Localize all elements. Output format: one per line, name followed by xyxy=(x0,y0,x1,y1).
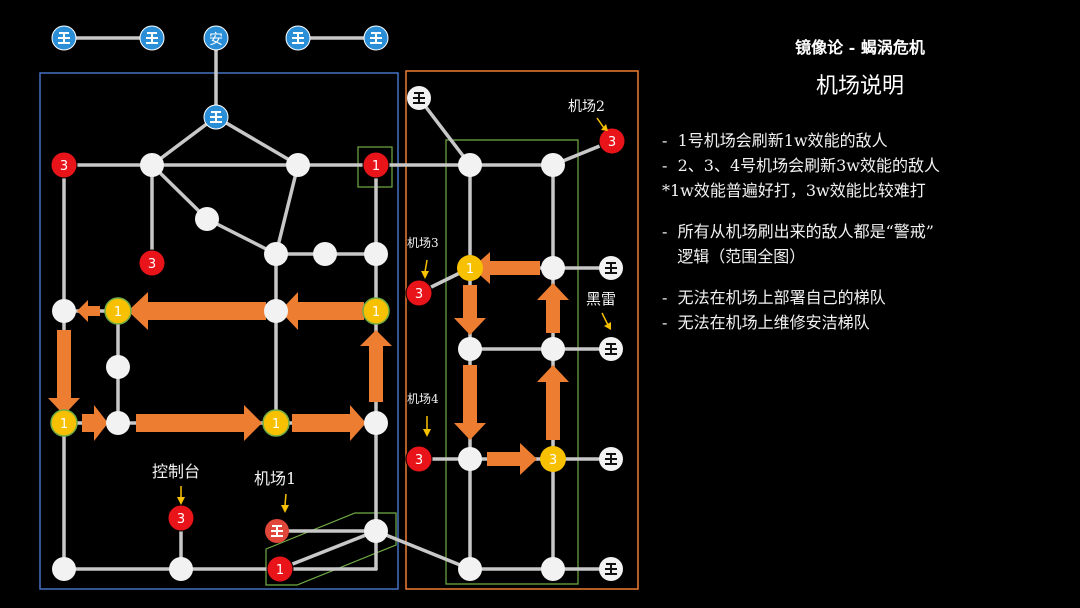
svg-text:3: 3 xyxy=(60,159,68,174)
svg-text:3: 3 xyxy=(148,257,156,272)
label-airport-3: 机场3 xyxy=(407,236,439,250)
panel-title: 镜像论 - 蝎涡危机 xyxy=(795,38,925,57)
panel-subtitle: 机场说明 xyxy=(815,74,904,99)
airport-notes: - 1号机场会刷新1w效能的敌人 - 2、3、4号机场会刷新3w效能的敌人 *1… xyxy=(662,128,1062,335)
label-control-console: 控制台 xyxy=(152,462,200,481)
info-panel: 镜像论 - 蝎涡危机 机场说明 - 1号机场会刷新1w效能的敌人 - 2、3、4… xyxy=(640,0,1080,608)
airport-1b-highlight-frame xyxy=(265,512,397,586)
svg-text:安: 安 xyxy=(209,32,223,48)
note-line: - 无法在机场上维修安洁梯队 xyxy=(662,313,870,332)
map-labels: 机场2 机场3 黑雷 机场4 控制台 机场1 xyxy=(152,99,616,488)
svg-text:1: 1 xyxy=(372,159,380,174)
game-map: 安 3 3 1 3 3 3 3 1 1 1 1 1 1 3 机场2 机场3 黑雷… xyxy=(39,25,639,590)
note-line: - 2、3、4号机场会刷新3w效能的敌人 xyxy=(662,156,940,175)
white-nodes xyxy=(52,153,565,581)
note-line: *1w效能普遍好打，3w效能比较难打 xyxy=(662,181,926,200)
svg-text:3: 3 xyxy=(415,453,423,468)
yellow-waypoint-nodes: 1 1 1 1 1 3 xyxy=(50,255,566,472)
note-gap xyxy=(662,269,1062,285)
note-line: - 1号机场会刷新1w效能的敌人 xyxy=(662,131,888,150)
white-heliport-icons xyxy=(407,86,623,581)
svg-text:1: 1 xyxy=(114,305,122,320)
red-heliport-icon xyxy=(265,519,289,543)
svg-text:1: 1 xyxy=(466,262,474,277)
label-airport-2: 机场2 xyxy=(568,99,605,115)
safe-node: 安 xyxy=(203,25,229,51)
svg-text:1: 1 xyxy=(60,417,68,432)
svg-text:3: 3 xyxy=(415,287,423,302)
blue-heliport-icons xyxy=(51,25,389,130)
label-airport-4: 机场4 xyxy=(407,392,439,406)
note-line: - 无法在机场上部署自己的梯队 xyxy=(662,288,886,307)
patrol-arrows xyxy=(48,252,569,475)
green-zone-frame xyxy=(445,139,579,585)
svg-text:1: 1 xyxy=(276,563,284,578)
label-pointer-arrows xyxy=(177,117,611,513)
label-black-thunder: 黑雷 xyxy=(586,290,616,308)
label-airport-1: 机场1 xyxy=(254,469,296,488)
note-line: 逻辑（范围全图） xyxy=(662,247,806,266)
svg-text:1: 1 xyxy=(272,417,280,432)
svg-text:3: 3 xyxy=(549,453,557,468)
note-line: - 所有从机场刷出来的敌人都是“警戒” xyxy=(662,222,934,241)
note-gap xyxy=(662,203,1062,219)
orange-zone-frame xyxy=(405,70,639,590)
svg-text:1: 1 xyxy=(372,305,380,320)
blue-zone-frame xyxy=(39,72,399,590)
red-airport-nodes: 3 3 1 3 3 3 3 1 xyxy=(50,127,626,583)
svg-text:3: 3 xyxy=(177,512,185,527)
svg-text:3: 3 xyxy=(608,135,616,150)
